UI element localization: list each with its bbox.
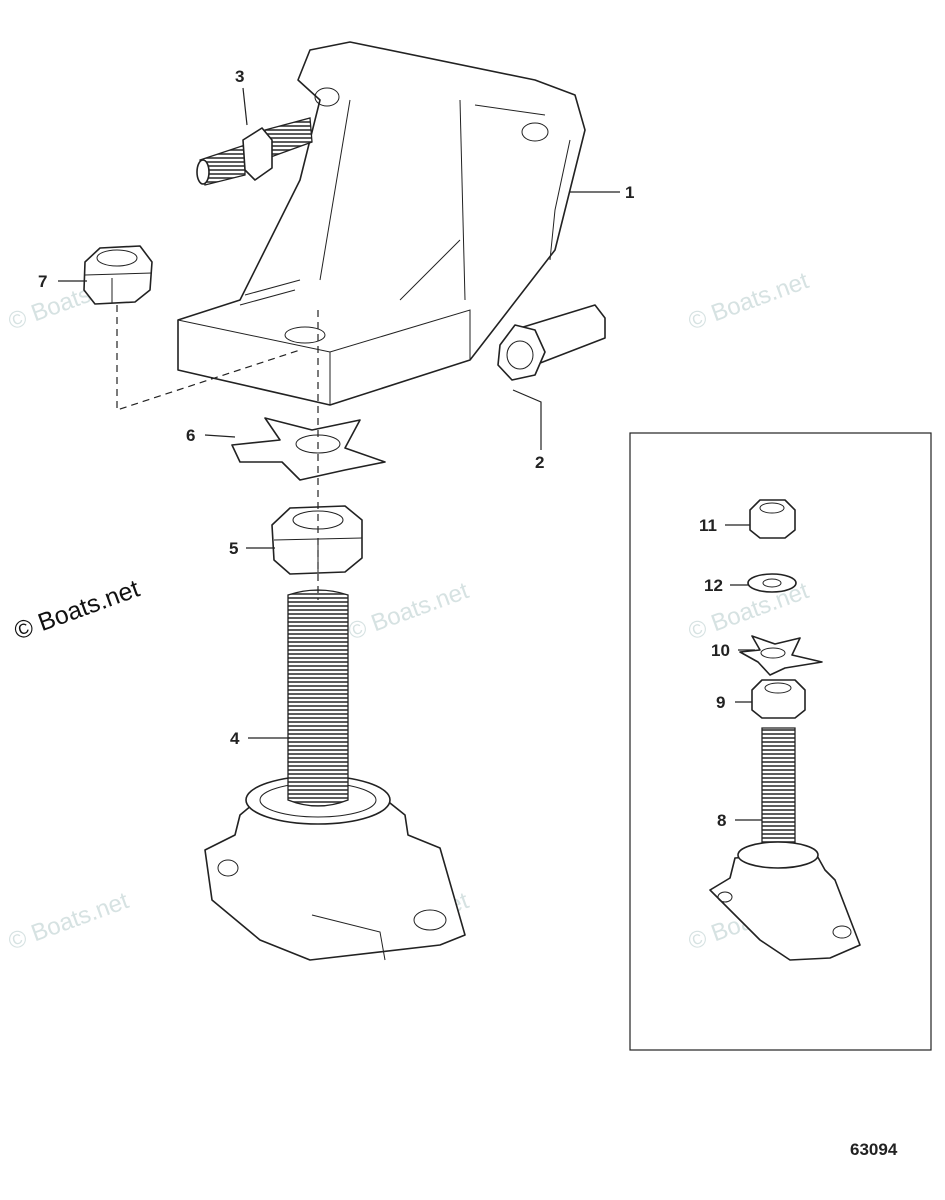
callout-7: 7	[38, 272, 47, 291]
watermark: © Boats.net	[685, 267, 813, 335]
part-1-bracket	[177, 41, 586, 406]
callout-9: 9	[716, 693, 725, 712]
inset-parts	[709, 499, 861, 961]
callout-12: 12	[704, 576, 723, 595]
watermark-dark: © Boats.net	[10, 575, 143, 646]
part-5-nut	[271, 505, 363, 575]
callout-11: 11	[699, 516, 717, 535]
part-7-locknut	[83, 245, 153, 305]
part-4-engine-mount	[204, 589, 466, 961]
callout-5: 5	[229, 539, 238, 558]
watermark: © Boats.net	[345, 577, 473, 645]
inset-frame	[629, 432, 932, 1051]
callout-4: 4	[230, 729, 240, 748]
centerline-nut	[116, 305, 301, 411]
part-2-bolt	[497, 304, 606, 381]
part-6-tab-washer	[231, 417, 386, 481]
callout-1: 1	[625, 183, 634, 202]
leader-lines	[58, 87, 762, 821]
part-3-stud	[196, 117, 313, 186]
figure-number: 63094	[850, 1140, 898, 1159]
callout-2: 2	[535, 453, 544, 472]
callout-6: 6	[186, 426, 195, 445]
callout-3: 3	[235, 67, 244, 86]
watermark: © Boats.net	[5, 887, 133, 955]
callout-10: 10	[711, 641, 730, 660]
callout-8: 8	[717, 811, 726, 830]
